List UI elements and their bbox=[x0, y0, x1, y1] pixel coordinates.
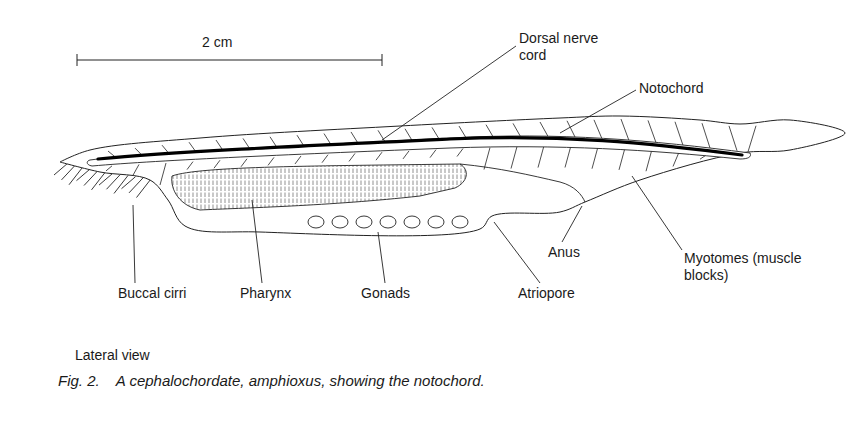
part-label: Dorsal nerve cord bbox=[519, 30, 623, 64]
part-label: Myotomes (muscle blocks) bbox=[684, 250, 824, 284]
view-note: Lateral view bbox=[75, 347, 195, 364]
part-label: Pharynx bbox=[240, 285, 320, 302]
part-label: Gonads bbox=[361, 285, 431, 302]
dorsal-nerve-cord bbox=[98, 138, 742, 159]
notochord bbox=[87, 136, 750, 166]
part-label: Anus bbox=[548, 244, 598, 261]
scale-bar bbox=[77, 54, 382, 66]
figure-caption: Fig. 2. A cephalochordate, amphioxus, sh… bbox=[58, 372, 485, 390]
body-outline bbox=[60, 116, 845, 236]
leader-lines bbox=[133, 46, 682, 283]
part-label: Notochord bbox=[639, 80, 749, 97]
scale-label: 2 cm bbox=[202, 34, 262, 51]
part-label: Atriopore bbox=[518, 285, 608, 302]
gonads bbox=[308, 216, 468, 228]
gut-line bbox=[460, 164, 585, 202]
part-label: Buccal cirri bbox=[118, 285, 188, 302]
pharynx bbox=[172, 164, 467, 210]
